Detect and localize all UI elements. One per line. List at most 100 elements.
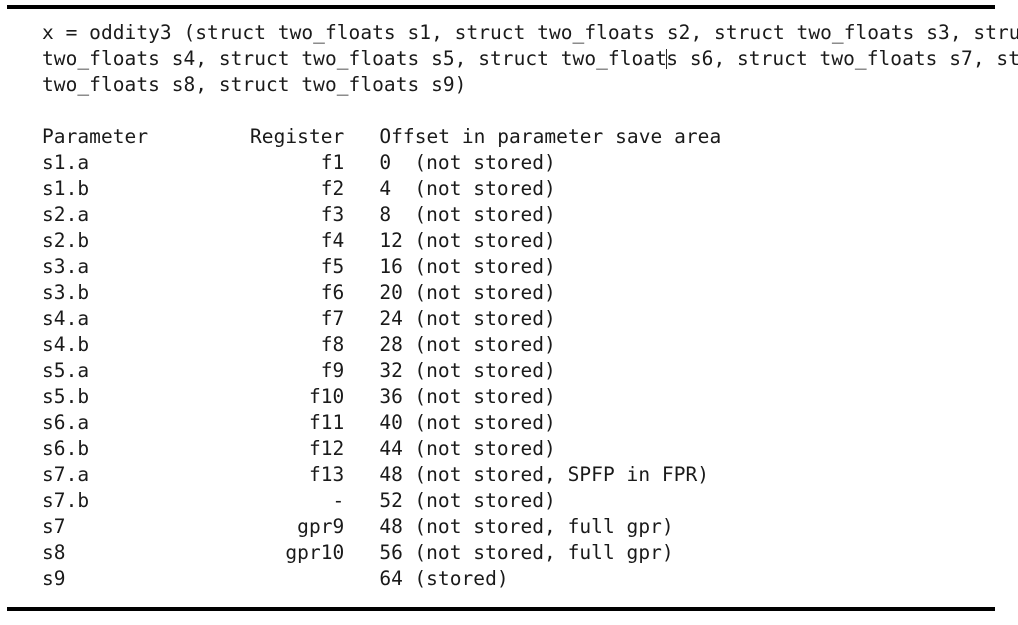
bottom-horizontal-rule [7,607,995,611]
column-header-register: Register [250,125,345,148]
cell-parameter: s3.b [42,281,90,304]
parameter-save-area-table: Parameter Register Offset in parameter s… [42,124,721,592]
cell-note: (not stored) [414,411,556,434]
signature-line-2-after-caret: s s6, struct two_floats s7, struct [666,47,1018,70]
cell-offset: 12 [379,229,403,252]
table-row: s2.b f4 12 (not stored) [42,228,721,254]
cell-note: (not stored) [414,177,556,200]
cell-offset: 20 [379,281,403,304]
table-row: s1.b f2 4 (not stored) [42,176,721,202]
cell-note: (not stored) [414,333,556,356]
cell-offset: 4 [379,177,392,200]
cell-parameter: s3.a [42,255,90,278]
table-row: s7.a f13 48 (not stored, SPFP in FPR) [42,462,721,488]
cell-register: f5 [320,255,345,278]
cell-offset: 44 [379,437,403,460]
cell-register: - [332,489,345,512]
top-horizontal-rule [7,5,995,9]
cell-note: (not stored) [414,151,556,174]
signature-line-2[interactable]: two_floats s4, struct two_floats s5, str… [42,46,1018,72]
cell-offset: 8 [379,203,392,226]
table-head: Parameter Register Offset in parameter s… [42,124,721,150]
cell-parameter: s2.a [42,203,90,226]
cell-parameter: s6.a [42,411,90,434]
cell-note: (not stored) [414,229,556,252]
signature-line-3: two_floats s8, struct two_floats s9) [42,73,467,96]
cell-register: f6 [320,281,345,304]
cell-register: f4 [320,229,345,252]
cell-parameter: s7.b [42,489,90,512]
cell-offset: 28 [379,333,403,356]
table-row: s4.a f7 24 (not stored) [42,306,721,332]
cell-note: (not stored, SPFP in FPR) [414,463,710,486]
cell-parameter: s6.b [42,437,90,460]
cell-parameter: s7.a [42,463,90,486]
table-row: s6.b f12 44 (not stored) [42,436,721,462]
cell-register: f2 [320,177,345,200]
cell-parameter: s5.b [42,385,90,408]
cell-register: f7 [320,307,345,330]
cell-note: (not stored) [414,307,556,330]
table-header-row: Parameter Register Offset in parameter s… [42,124,721,150]
cell-parameter: s9 [42,567,66,590]
cell-register: f9 [320,359,345,382]
cell-offset: 52 [379,489,403,512]
cell-register: f3 [320,203,345,226]
cell-register [250,566,344,592]
column-header-parameter: Parameter [42,125,149,148]
function-signature-block[interactable]: x = oddity3 (struct two_floats s1, struc… [42,20,1018,98]
cell-register: f8 [320,333,345,356]
cell-offset: 32 [379,359,403,382]
table-row: s9 64 (stored) [42,566,721,592]
cell-note: (not stored) [414,489,556,512]
cell-parameter: s4.b [42,333,90,356]
cell-offset: 24 [379,307,403,330]
cell-parameter: s5.a [42,359,90,382]
cell-note: (not stored, full gpr) [414,541,674,564]
table-row: s3.a f5 16 (not stored) [42,254,721,280]
content-area: x = oddity3 (struct two_floats s1, struc… [42,20,1018,592]
cell-parameter: s7 [42,515,66,538]
cell-parameter: s2.b [42,229,90,252]
signature-table-spacer [42,98,1006,124]
cell-register: f13 [308,463,345,486]
cell-note: (not stored) [414,385,556,408]
cell-note: (not stored) [414,255,556,278]
cell-note: (not stored) [414,437,556,460]
cell-register: f12 [308,437,345,460]
cell-note: (not stored) [414,281,556,304]
cell-offset: 40 [379,411,403,434]
signature-line-1: x = oddity3 (struct two_floats s1, struc… [42,21,1018,44]
table-row: s4.b f8 28 (not stored) [42,332,721,358]
cell-parameter: s1.b [42,177,90,200]
signature-line-2-before-caret: two_floats s4, struct two_floats s5, str… [42,47,667,70]
cell-register: f11 [308,411,345,434]
cell-register: f10 [308,385,345,408]
table-row: s5.b f10 36 (not stored) [42,384,721,410]
cell-parameter: s1.a [42,151,90,174]
cell-offset: 64 [379,567,403,590]
cell-parameter: s4.a [42,307,90,330]
cell-note: (not stored, full gpr) [414,515,674,538]
cell-register: gpr10 [285,541,345,564]
cell-note: (not stored) [414,359,556,382]
cell-register: gpr9 [297,515,345,538]
cell-note: (stored) [414,567,509,590]
table-row: s3.b f6 20 (not stored) [42,280,721,306]
table-row: s7.b - 52 (not stored) [42,488,721,514]
column-header-offset: Offset in parameter save area [379,125,722,148]
cell-offset: 36 [379,385,403,408]
table-row: s6.a f11 40 (not stored) [42,410,721,436]
table-row: s5.a f9 32 (not stored) [42,358,721,384]
cell-note: (not stored) [414,203,556,226]
cell-offset: 56 [379,541,403,564]
cell-register: f1 [320,151,345,174]
cell-offset: 16 [379,255,403,278]
cell-offset: 48 [379,463,403,486]
table-row: s2.a f3 8 (not stored) [42,202,721,228]
